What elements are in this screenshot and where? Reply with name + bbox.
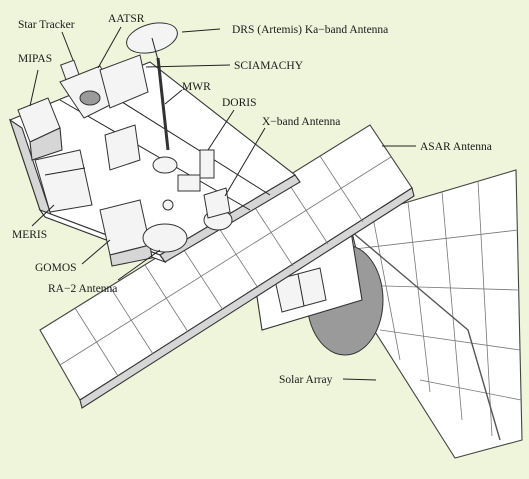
array-yoke xyxy=(249,224,384,356)
asar-antenna xyxy=(39,124,415,409)
leader-star-tracker xyxy=(61,31,74,61)
label-gomos: GOMOS xyxy=(35,262,77,274)
leader-ra2 xyxy=(117,249,161,281)
label-drs-antenna: DRS (Artemis) Ka−band Antenna xyxy=(232,24,388,36)
leader-drs xyxy=(181,28,221,33)
label-solar-array: Solar Array xyxy=(279,374,333,386)
label-doris: DORIS xyxy=(222,97,257,109)
label-mipas: MIPAS xyxy=(18,53,52,65)
leader-meris xyxy=(31,204,55,227)
label-x-band: X−band Antenna xyxy=(262,116,340,128)
sciamachy-unit xyxy=(99,54,149,109)
leader-x-band xyxy=(224,127,266,197)
meris-unit xyxy=(34,149,93,213)
leader-solar-array xyxy=(342,378,377,381)
label-meris: MERIS xyxy=(12,229,47,241)
label-sciamachy: SCIAMACHY xyxy=(234,60,304,72)
label-aatsr: AATSR xyxy=(108,13,145,25)
leader-sciamachy xyxy=(145,64,231,68)
leader-mwr xyxy=(164,89,183,105)
mwr-mast xyxy=(156,57,170,151)
label-ra2: RA−2 Antenna xyxy=(48,283,117,295)
instruments xyxy=(17,22,233,267)
label-mwr: MWR xyxy=(182,81,211,93)
leader-mipas xyxy=(29,69,39,107)
leader-lines xyxy=(29,26,416,381)
leader-aatsr xyxy=(97,26,122,69)
label-star-tracker: Star Tracker xyxy=(18,19,75,31)
leader-gomos xyxy=(81,239,111,265)
ra2-antenna-dish xyxy=(142,223,188,253)
doris-unit xyxy=(199,149,215,179)
labels: Star Tracker AATSR DRS (Artemis) Ka−band… xyxy=(12,13,492,386)
leader-doris xyxy=(207,109,235,151)
label-asar: ASAR Antenna xyxy=(420,141,492,153)
